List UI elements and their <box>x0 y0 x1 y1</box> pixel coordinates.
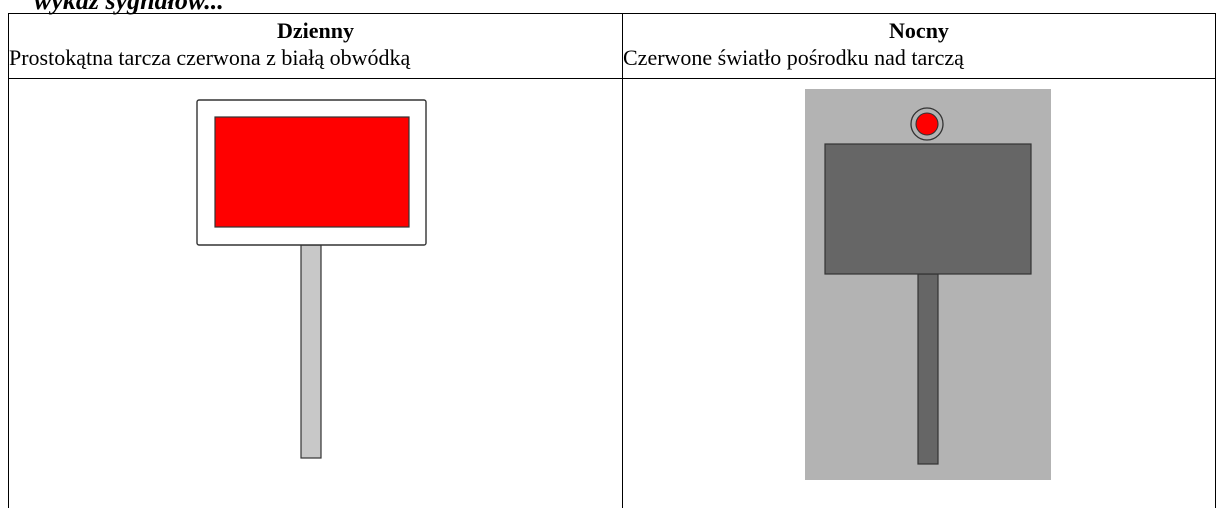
night-signal-svg <box>805 89 1051 480</box>
night-signal-shield <box>824 143 1032 275</box>
day-column-title: Dzienny <box>277 18 354 43</box>
night-signal-red-light <box>915 112 939 136</box>
day-signal-pole <box>300 244 322 459</box>
stop-sign-night-icon <box>805 89 1051 480</box>
night-column-header: Nocny Czerwone światło pośrodku nad tarc… <box>623 14 1215 78</box>
table-border-right <box>1215 13 1216 508</box>
night-signal-pole <box>917 273 939 465</box>
table-border-top <box>8 13 1216 14</box>
day-signal-red-panel <box>214 116 410 228</box>
table-column-divider <box>622 13 623 508</box>
table-border-left <box>8 13 9 508</box>
cropped-section-caption: wykaz sygnałów... <box>34 0 224 15</box>
stop-sign-day-icon <box>196 99 428 463</box>
day-signal-svg <box>196 99 427 459</box>
night-column-title: Nocny <box>889 18 949 43</box>
table-header-divider <box>8 78 1216 79</box>
day-column-description: Prostokątna tarcza czerwona z białą obwó… <box>9 45 411 70</box>
night-column-description: Czerwone światło pośrodku nad tarczą <box>623 45 964 70</box>
day-column-header: Dzienny Prostokątna tarcza czerwona z bi… <box>9 14 622 78</box>
